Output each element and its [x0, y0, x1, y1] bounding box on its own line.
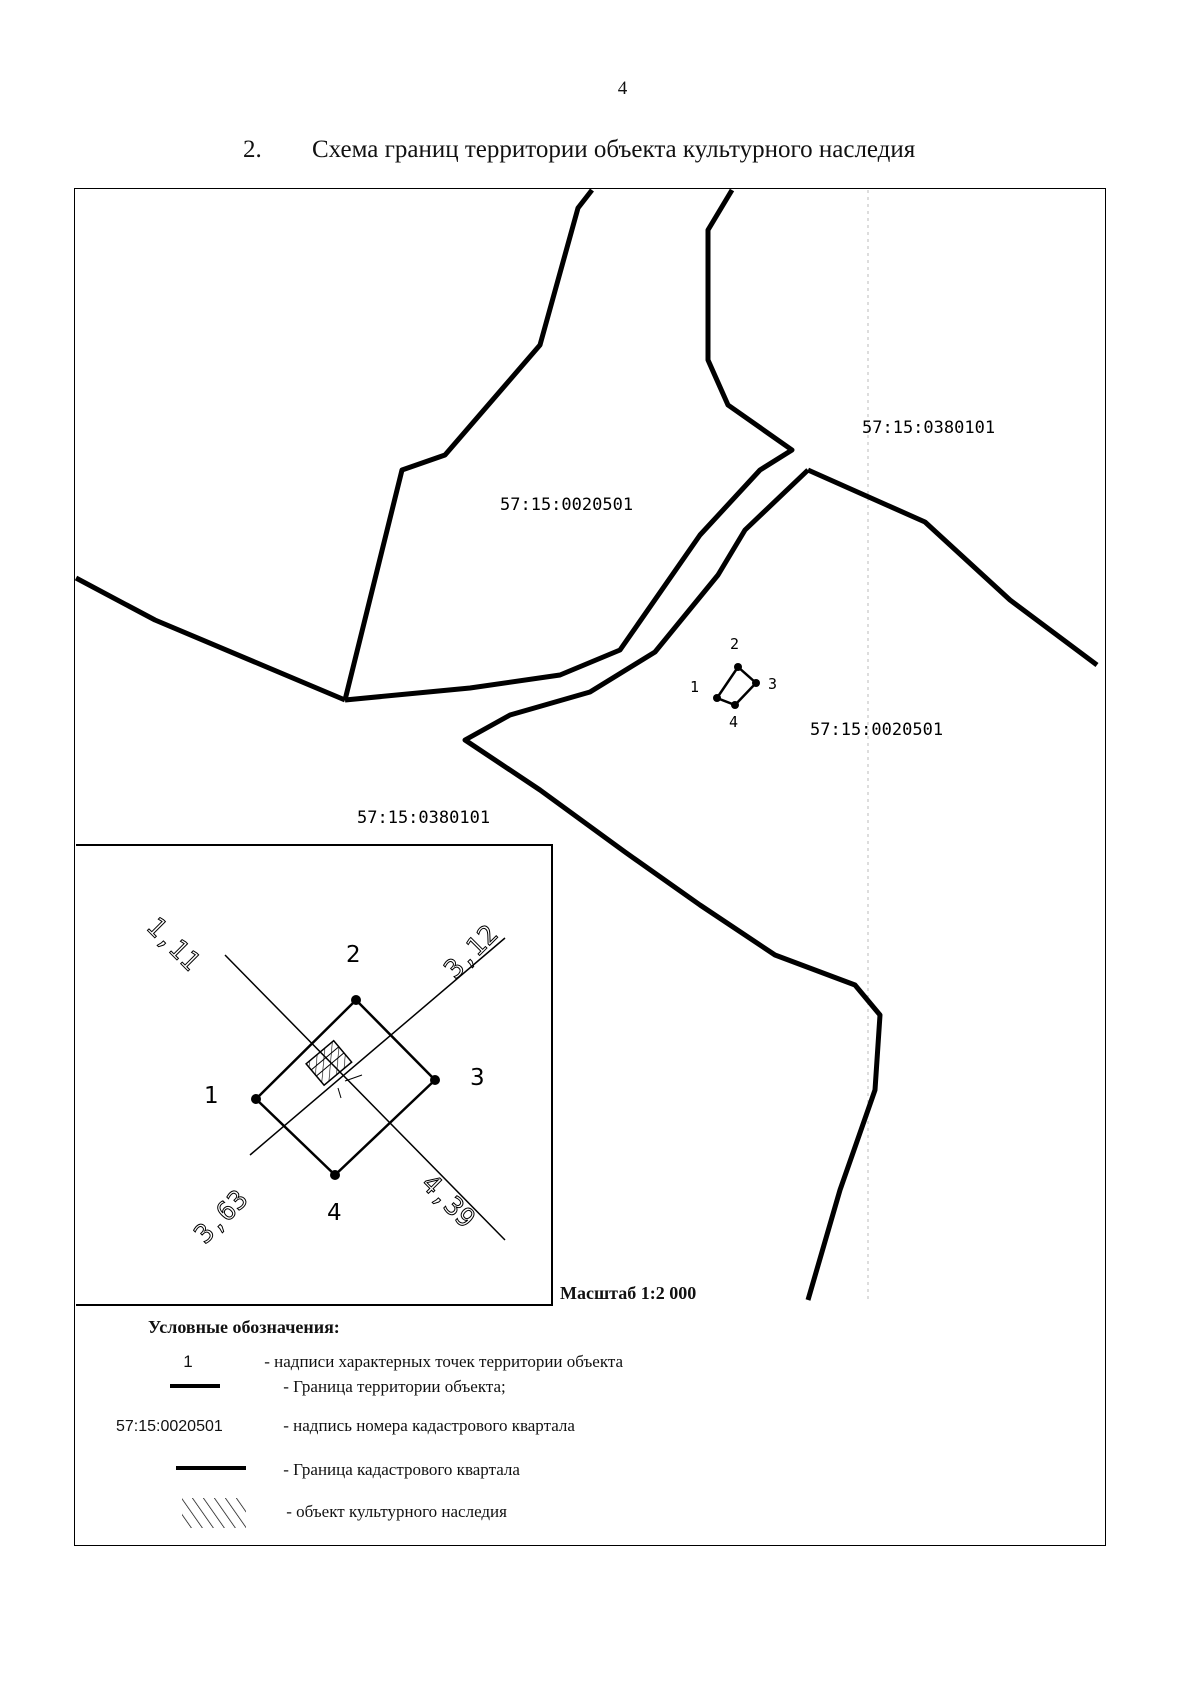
- legend-text: - надписи характерных точек территории о…: [264, 1352, 624, 1371]
- distance-label: 3,63: [189, 1184, 254, 1249]
- quarter-label: 57:15:0020501: [500, 495, 633, 515]
- inset-point-marker: [330, 1170, 340, 1180]
- scale-label: Масштаб 1:2 000: [560, 1283, 697, 1303]
- distance-label: 1,11: [140, 912, 205, 977]
- legend-item: - объект культурного наследия: [116, 1502, 507, 1522]
- distance-label: 4,39: [415, 1169, 480, 1234]
- quarter-boundaries: [74, 188, 1099, 1301]
- inset-marker-tick: [337, 1087, 342, 1099]
- point-marker: [734, 663, 742, 671]
- legend-text: - Граница территории объекта;: [283, 1377, 506, 1396]
- point-label-1: 1: [690, 678, 699, 696]
- inset-point-marker: [351, 995, 361, 1005]
- section-number: 2.: [243, 136, 262, 163]
- legend-text: - объект культурного наследия: [286, 1502, 507, 1521]
- inset-marker-tick: [344, 1074, 363, 1082]
- quarter-label: 57:15:0380101: [357, 808, 490, 828]
- page-number: 4: [617, 78, 628, 99]
- legend-text: - Граница кадастрового квартала: [283, 1460, 520, 1479]
- boundary-lower-river: [462, 468, 883, 1301]
- point-label-4: 4: [729, 713, 738, 731]
- heritage-object-inset: [305, 1039, 353, 1087]
- legend-text: - надпись номера кадастрового квартала: [283, 1416, 575, 1435]
- inset-point-label-2: 2: [346, 942, 361, 968]
- boundary-vertical: [342, 188, 594, 701]
- page-title: 2. Схема границ территории объекта культу…: [243, 136, 915, 164]
- legend-item: 1 - надписи характерных точек территории…: [116, 1352, 623, 1372]
- legend-item: 57:15:0020501 - надпись номера кадастров…: [116, 1416, 575, 1436]
- point-marker: [713, 694, 721, 702]
- section-title: Схема границ территории объекта культурн…: [312, 136, 916, 163]
- inset-point-label-3: 3: [470, 1065, 485, 1091]
- point-label-3: 3: [768, 675, 777, 693]
- legend-symbol-quarter-number: 57:15:0020501: [116, 1418, 223, 1435]
- legend-item: - Граница кадастрового квартала: [116, 1460, 520, 1480]
- inset-point-label-4: 4: [327, 1200, 342, 1226]
- inset-point-label-1: 1: [204, 1083, 219, 1109]
- boundary-right: [806, 467, 1099, 668]
- quarter-label: 57:15:0380101: [862, 418, 995, 438]
- point-marker: [731, 701, 739, 709]
- inset-frame: [76, 844, 553, 1306]
- boundary-upper-river: [344, 188, 795, 703]
- inset-point-marker: [251, 1094, 261, 1104]
- legend-hatch-symbol: [182, 1498, 246, 1528]
- legend-title: Условные обозначения:: [148, 1317, 340, 1337]
- quarter-label: 57:15:0020501: [810, 720, 943, 740]
- object-boundary-main: [713, 663, 760, 709]
- legend-symbol-point: 1: [183, 1352, 193, 1371]
- object-boundary-inset: [251, 995, 440, 1180]
- point-label-2: 2: [730, 635, 739, 653]
- boundary-left: [74, 575, 346, 703]
- legend-item: - Граница территории объекта;: [116, 1377, 506, 1397]
- inset-diagonals: [224, 937, 506, 1241]
- point-marker: [752, 679, 760, 687]
- inset-point-marker: [430, 1075, 440, 1085]
- distance-label: 3,12: [439, 919, 504, 984]
